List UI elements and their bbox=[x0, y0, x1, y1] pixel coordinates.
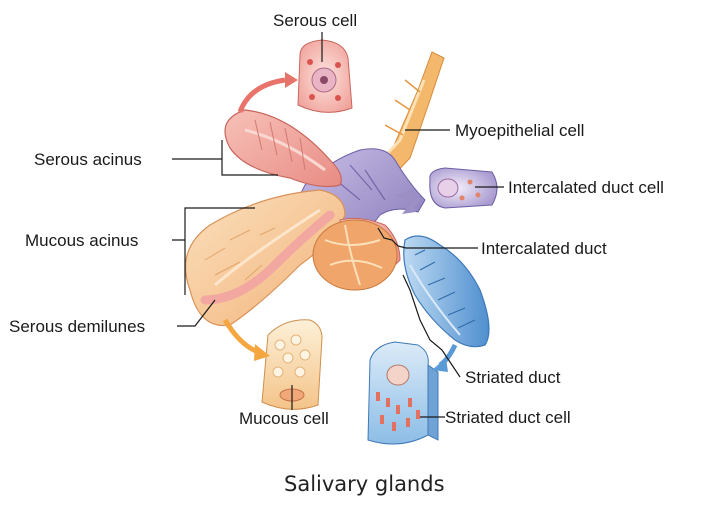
label-mucous-acinus: Mucous acinus bbox=[25, 231, 138, 251]
striated-duct bbox=[404, 236, 489, 347]
myoepithelial-acinus bbox=[313, 220, 397, 290]
label-mucous-cell: Mucous cell bbox=[239, 409, 329, 429]
label-striated-duct: Striated duct bbox=[465, 368, 560, 388]
label-striated-duct-cell: Striated duct cell bbox=[445, 408, 571, 428]
serous-arrow-head bbox=[285, 72, 298, 88]
mucous-arrow bbox=[225, 320, 258, 352]
label-serous-cell: Serous cell bbox=[273, 11, 357, 31]
striated-arrow-head bbox=[432, 358, 448, 372]
label-serous-demilunes: Serous demilunes bbox=[9, 317, 145, 337]
serous-arrow bbox=[240, 80, 285, 112]
label-intercalated-duct-cell: Intercalated duct cell bbox=[508, 178, 664, 198]
label-serous-acinus: Serous acinus bbox=[34, 150, 142, 170]
intercalated-duct-cell-illustration bbox=[430, 168, 497, 208]
label-myoepithelial-cell: Myoepithelial cell bbox=[455, 121, 584, 141]
figure-caption: Salivary glands bbox=[284, 472, 445, 496]
label-intercalated-duct: Intercalated duct bbox=[481, 239, 607, 259]
serous-cell-illustration bbox=[298, 40, 352, 112]
striated-duct-cell-illustration bbox=[368, 342, 438, 444]
